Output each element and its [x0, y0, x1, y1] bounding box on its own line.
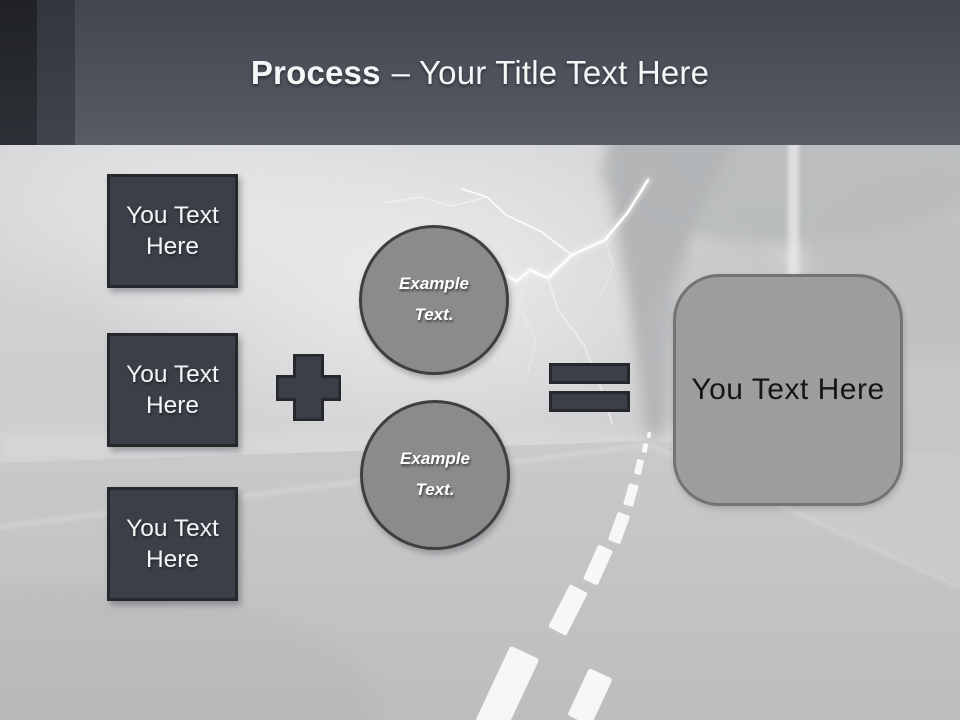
input-box-3: You Text Here: [107, 487, 238, 601]
left-accent-strip-dark: [0, 0, 37, 145]
title-keyword: Process: [250, 53, 381, 91]
slide-title: Process – Your Title Text Here: [0, 0, 960, 145]
equals-icon: [549, 363, 630, 412]
slide-header: Process – Your Title Text Here: [0, 0, 960, 145]
result-box-label: You Text Here: [691, 373, 885, 406]
input-box-2: You Text Here: [107, 333, 238, 447]
example-circle-2: Example Text.: [360, 400, 510, 550]
input-box-2-label: You Text Here: [126, 360, 219, 419]
result-box: You Text Here: [673, 274, 903, 506]
plus-icon: [275, 353, 342, 422]
example-circle-2-label: Example Text.: [400, 449, 470, 499]
input-box-1: You Text Here: [107, 174, 238, 288]
equals-bottom-bar: [549, 391, 630, 412]
example-circle-1-label: Example Text.: [399, 274, 469, 324]
title-subtitle: – Your Title Text Here: [391, 53, 710, 91]
example-circle-1: Example Text.: [359, 225, 509, 375]
equals-top-bar: [549, 363, 630, 384]
left-accent-strip-light: [37, 0, 75, 145]
input-box-1-label: You Text Here: [126, 201, 219, 260]
input-box-3-label: You Text Here: [126, 514, 219, 573]
